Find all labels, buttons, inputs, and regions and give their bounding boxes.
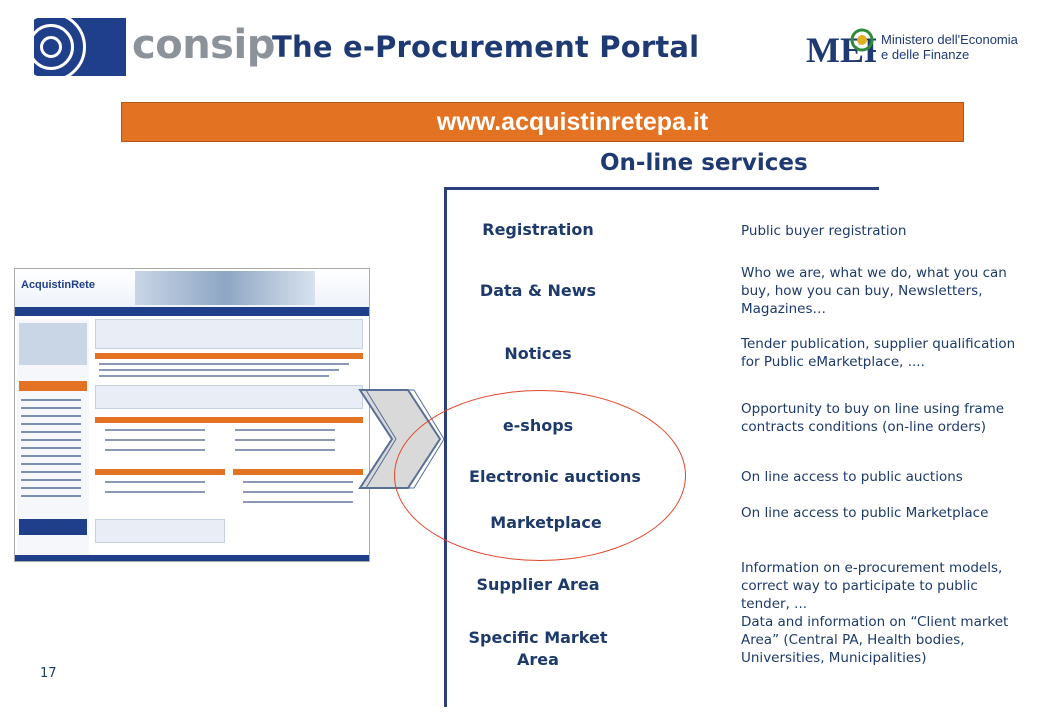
service-desc-specific-market-area: Data and information on “Client market A… (741, 614, 1009, 666)
mef-logo-icon: MEF (806, 28, 876, 70)
service-desc-electronic-auctions: On line access to public auctions (741, 469, 963, 485)
service-desc-data-news: Who we are, what we do, what you can buy… (741, 265, 1007, 317)
ministry-name-line1: Ministero dell'Economia (881, 32, 1018, 47)
service-desc-registration: Public buyer registration (741, 223, 907, 239)
portal-url-banner: www.acquistinretepa.it (121, 102, 964, 142)
service-label-registration: Registration (482, 220, 594, 239)
ministry-name-line2: e delle Finanze (881, 47, 970, 62)
service-desc-supplier-area: Information on e-procurement models, cor… (741, 560, 1003, 612)
portal-screenshot-footer (15, 555, 369, 561)
consip-wordmark: consip (132, 22, 275, 68)
slide-title: The e-Procurement Portal (272, 30, 700, 64)
service-label-e-shops: e-shops (502, 416, 574, 435)
ministry-name: Ministero dell'Economia e delle Finanze (881, 32, 1018, 62)
portal-screenshot-sidebar (17, 319, 89, 554)
service-label-marketplace: Marketplace (490, 513, 602, 532)
heading-underline (446, 187, 879, 190)
service-label-electronic-auctions: Electronic auctions (469, 467, 641, 486)
portal-screenshot: AcquistinRete (14, 268, 370, 562)
service-label-data-news: Data & News (479, 281, 597, 300)
page-number: 17 (40, 666, 57, 681)
portal-url-text: www.acquistinretepa.it (436, 108, 709, 136)
section-heading: On-line services (600, 150, 808, 176)
service-label-notices: Notices (504, 344, 572, 363)
portal-screenshot-content (95, 319, 365, 554)
portal-screenshot-nav (15, 307, 369, 316)
portal-screenshot-logo: AcquistinRete (21, 279, 95, 291)
consip-logo-icon (34, 18, 126, 76)
service-desc-e-shops: Opportunity to buy on line using frame c… (741, 401, 1005, 435)
service-desc-marketplace: On line access to public Marketplace (741, 505, 989, 521)
portal-screenshot-banner (135, 271, 315, 305)
highlight-ellipse (394, 390, 686, 561)
portal-screenshot-header: AcquistinRete (15, 269, 369, 307)
service-desc-notices: Tender publication, supplier qualificati… (741, 336, 1016, 370)
service-label-specific-market-area: Specific Market Area (468, 628, 608, 669)
service-label-supplier-area: Supplier Area (476, 575, 600, 594)
